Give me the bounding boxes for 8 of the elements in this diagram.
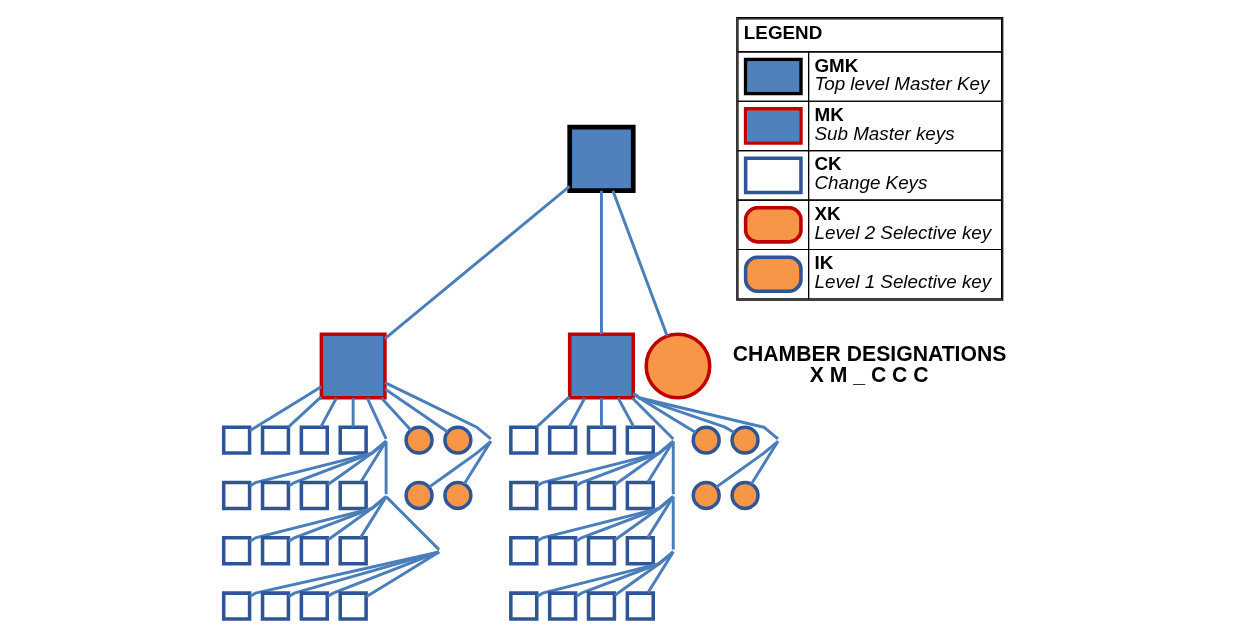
legend-label: CK Change Keys bbox=[813, 153, 927, 194]
legend-label: GMK Top level Master Key bbox=[813, 54, 989, 95]
legend-label: MK Sub Master keys bbox=[813, 104, 955, 144]
label: CHAMBER DESIGNATIONS bbox=[732, 341, 1006, 365]
legend-label: IK Level 1 Selective key bbox=[813, 252, 991, 293]
label: X M _ C C C bbox=[809, 362, 929, 386]
label: LEGEND bbox=[743, 21, 822, 43]
legend-label: XK Level 2 Selective key bbox=[813, 202, 991, 243]
